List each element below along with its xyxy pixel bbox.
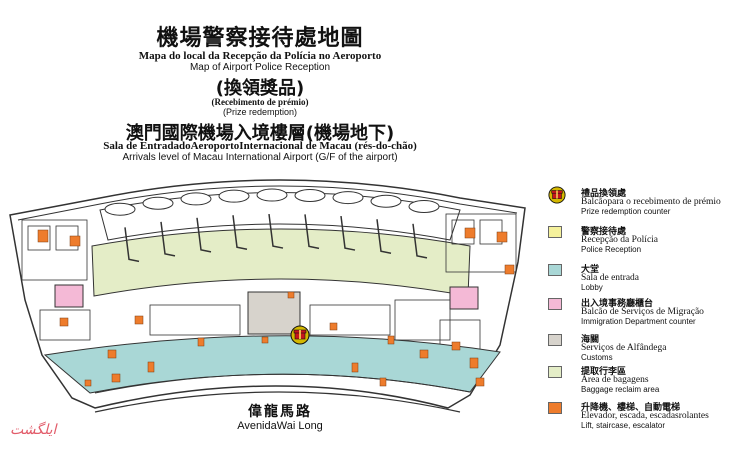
lift-marker <box>451 341 461 351</box>
legend-label-en: Immigration Department counter <box>581 317 696 326</box>
legend-swatch <box>548 298 562 310</box>
legend-label-cn: 大堂 <box>581 265 600 275</box>
legend-label-en: Prize redemption counter <box>581 207 671 216</box>
gate-oval <box>180 192 212 206</box>
legend-label-cn: 禮品換領處 <box>581 189 627 199</box>
baggage-carousels <box>124 213 428 263</box>
lift-marker <box>111 373 121 383</box>
legend-label-pt: Balcão de Serviços de Migração <box>581 307 704 317</box>
baggage-carousel <box>340 215 356 251</box>
lift-marker <box>59 317 69 327</box>
gate-oval <box>218 189 250 203</box>
subtitle-english: (Prize redemption) <box>222 107 298 117</box>
road-curve <box>94 391 461 413</box>
baggage-carousel <box>196 217 212 253</box>
lift-marker <box>134 315 144 325</box>
customs-area <box>247 291 301 335</box>
gate-oval <box>332 191 364 205</box>
gate-oval <box>256 188 288 202</box>
baggage-carousel <box>412 223 428 259</box>
gate-oval <box>408 200 440 214</box>
legend-label-en: Police Reception <box>581 245 642 254</box>
immigration-counter-left <box>54 284 84 308</box>
lift-marker <box>475 377 485 387</box>
lift-marker <box>287 291 295 299</box>
legend-label-cn: 出入境事務廳櫃台 <box>581 299 654 309</box>
map-title-english: Map of Airport Police Reception <box>189 62 331 73</box>
lift-marker <box>261 336 269 344</box>
gate-oval <box>142 196 174 210</box>
lift-marker <box>69 235 81 247</box>
level-title-chinese: 澳門國際機場入境樓層(機場地下) <box>125 123 395 144</box>
legend-label-pt: Área de bagagens <box>581 375 649 385</box>
road-name-english: AvenidaWai Long <box>237 420 323 432</box>
lift-marker <box>419 349 429 359</box>
lift-marker <box>197 337 205 347</box>
lift-marker <box>504 264 515 275</box>
gate-oval <box>294 189 326 202</box>
legend-swatch <box>548 264 562 276</box>
legend-label-cn: 升降機、樓梯、自動電梯 <box>581 403 681 413</box>
watermark-logo: ایلگشت <box>10 422 57 438</box>
lift-marker <box>329 322 338 331</box>
lift-marker <box>464 227 476 239</box>
baggage-carousel <box>232 215 248 250</box>
level-title-english: Arrivals level of Macau International Ai… <box>122 152 398 163</box>
gate-oval <box>370 194 402 208</box>
lift-marker <box>379 377 387 387</box>
lift-marker <box>107 349 117 359</box>
gate-ovals <box>104 188 440 216</box>
legend-label-pt: Sala de entrada <box>581 273 640 283</box>
legend-label-pt: Recepção da Polícia <box>581 235 659 245</box>
map-title-portuguese: Mapa do local da Recepção da Polícia no … <box>138 50 382 62</box>
legend-label-cn: 提取行李區 <box>581 367 627 377</box>
legend-label-pt: Elevador, escada, escadasrolantes <box>581 411 709 421</box>
lift-marker <box>351 362 359 373</box>
map-title-chinese: 機場警察接待處地圖 <box>156 26 364 51</box>
legend-swatch <box>548 402 562 414</box>
legend-swatch <box>548 334 562 346</box>
baggage-carousel <box>268 213 284 249</box>
legend-label-en: Lift, staircase, escalator <box>581 421 666 430</box>
immigration-counter-right <box>449 286 479 310</box>
legend-label-pt: Serviços de Alfândega <box>581 343 667 353</box>
lift-marker <box>496 231 508 243</box>
baggage-carousel <box>304 214 320 250</box>
baggage-carousel <box>376 219 392 254</box>
legend-label-pt: Balcãopara o recebimento de prémio <box>581 197 721 207</box>
lift-marker <box>387 335 395 345</box>
legend-swatch <box>548 226 562 238</box>
legend-label-en: Lobby <box>581 283 603 292</box>
lift-stair-escalator-markers <box>37 227 515 387</box>
lift-marker <box>469 357 479 369</box>
prize-redemption-marker <box>290 325 310 345</box>
baggage-carousel <box>124 227 140 263</box>
legend-label-en: Baggage reclaim area <box>581 385 660 394</box>
gift-icon <box>548 186 566 204</box>
road-name-chinese: 偉龍馬路 <box>248 404 312 420</box>
gate-oval <box>104 202 136 216</box>
subtitle-portuguese: (Recebimento de prémio) <box>211 97 309 107</box>
legend-label-en: Customs <box>581 353 613 362</box>
lift-marker <box>147 361 155 373</box>
legend-label-cn: 警察接待處 <box>581 227 627 237</box>
subtitle-chinese: (換領獎品) <box>215 78 305 99</box>
legend-swatch <box>548 366 562 378</box>
lift-marker <box>37 229 49 243</box>
legend-label-cn: 海關 <box>581 335 600 345</box>
level-title-portuguese: Sala de EntradadoAeroportoInternacional … <box>103 140 417 152</box>
lift-marker <box>84 379 92 387</box>
baggage-carousel <box>160 221 176 257</box>
